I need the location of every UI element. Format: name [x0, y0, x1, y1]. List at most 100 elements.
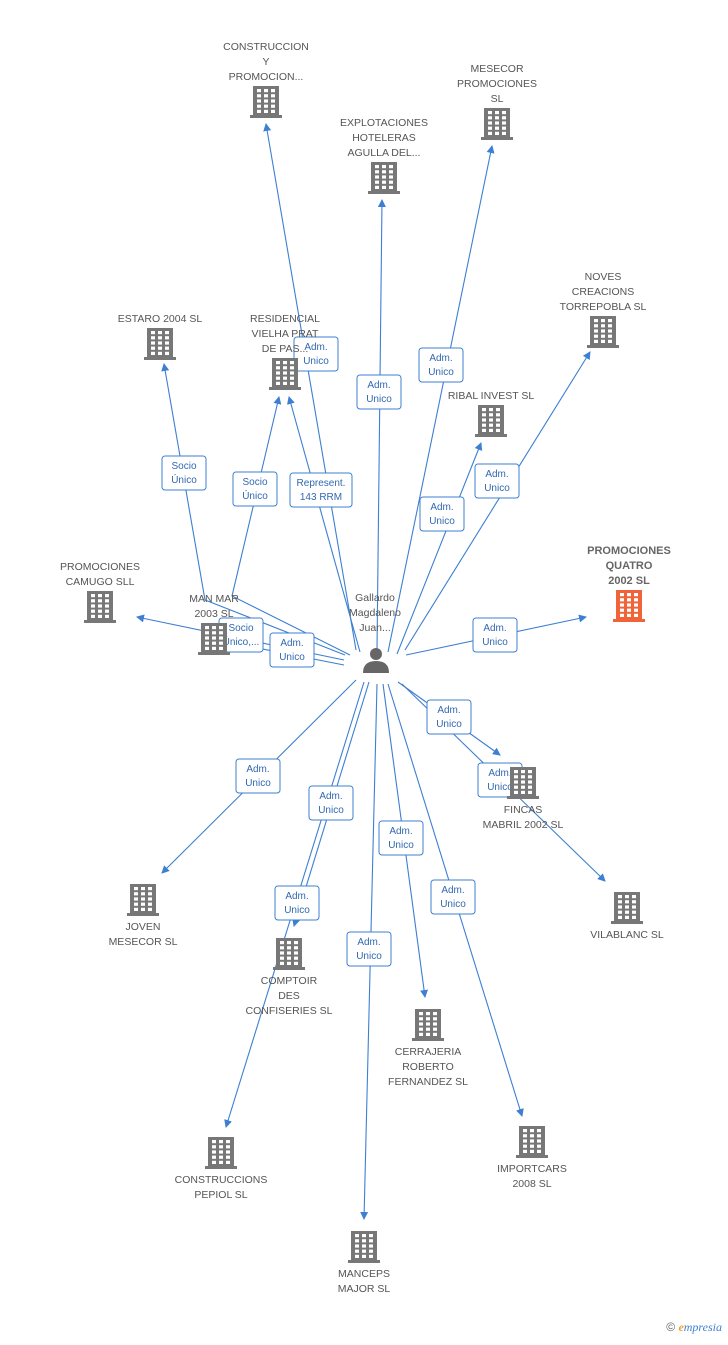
edge-label-text: Adm. — [485, 469, 508, 480]
company-node-ribal[interactable]: RIBAL INVEST SL — [448, 390, 535, 437]
company-label: IMPORTCARS — [497, 1163, 567, 1175]
company-label: HOTELERAS — [352, 132, 416, 144]
building-icon[interactable] — [205, 1137, 237, 1169]
edge-label-text: Único — [171, 473, 197, 486]
company-label: TORREPOBLA SL — [560, 301, 647, 313]
building-icon[interactable] — [613, 590, 645, 622]
brand-e: e — [678, 1320, 684, 1334]
edge-label-text: Unico — [428, 367, 454, 378]
building-icon[interactable] — [250, 86, 282, 118]
edge-label-e_ribal[interactable]: Adm.Unico — [419, 496, 465, 532]
nodes-layer: CONSTRUCCIONYPROMOCION...MESECORPROMOCIO… — [60, 41, 671, 1295]
edge-label-e_noves[interactable]: Adm. Unico — [474, 463, 520, 499]
edge-label-text: Adm. — [357, 937, 380, 948]
edge-label-text: Unico — [388, 840, 414, 851]
building-icon[interactable] — [273, 938, 305, 970]
edge-label-text: Unico — [484, 483, 510, 494]
edge-e_ribal — [396, 442, 483, 655]
building-icon[interactable] — [127, 884, 159, 916]
building-icon[interactable] — [481, 108, 513, 140]
company-label: RIBAL INVEST SL — [448, 390, 535, 402]
company-label: PEPIOL SL — [194, 1189, 247, 1201]
edge-label-text: Unico — [303, 356, 329, 367]
company-node-vilablanc[interactable]: VILABLANC SL — [590, 892, 664, 941]
center-person[interactable]: GallardoMagdalenoJuan... — [349, 592, 401, 673]
building-icon[interactable] — [412, 1009, 444, 1041]
edge-label-text: Represent. — [297, 478, 346, 489]
company-label: FERNANDEZ SL — [388, 1076, 468, 1088]
edge-label-e_camugo[interactable]: SocioÚnico,... — [218, 617, 264, 653]
edge-label-e_mesecor[interactable]: Adm.Unico — [418, 347, 464, 383]
edge-label-text: Unico — [440, 899, 466, 910]
edge-label-text: Adm. — [367, 380, 390, 391]
edge-label-e_cerrajeria[interactable]: Adm.Unico — [378, 820, 424, 856]
edge-e_explotaciones — [376, 199, 386, 651]
brand-logo[interactable]: empresia — [678, 1320, 722, 1334]
edge-label-e_importcars[interactable]: Adm. Unico — [430, 879, 476, 915]
building-icon[interactable] — [348, 1231, 380, 1263]
edge-label-e_construccion[interactable]: Adm.Unico — [293, 336, 339, 372]
edge-label-text: Adm. — [437, 705, 460, 716]
edge-label-e_manceps[interactable]: Adm.Unico — [346, 931, 392, 967]
company-label: Y — [262, 56, 269, 68]
edge-label-e_quatro[interactable]: Adm.Unico — [472, 617, 518, 653]
edge-e_mesecor — [387, 145, 495, 653]
edge-label-e_joven[interactable]: Adm.Unico — [235, 758, 281, 794]
company-node-fincas[interactable]: FINCAS MABRIL 2002 SL — [483, 767, 564, 831]
edge-label-e_manmar[interactable]: Adm.Unico — [269, 632, 315, 668]
company-label: DE PAS... — [262, 343, 309, 355]
company-label: COMPTOIR — [261, 975, 318, 987]
building-icon[interactable] — [611, 892, 643, 924]
building-icon[interactable] — [587, 316, 619, 348]
person-icon[interactable] — [363, 648, 389, 673]
edge-label-text: Adm. — [488, 768, 511, 779]
building-icon[interactable] — [84, 591, 116, 623]
edge-label-text: 143 RRM — [300, 492, 342, 503]
building-icon[interactable] — [269, 358, 301, 390]
edge-label-e_fincas[interactable]: Adm.Unico — [426, 699, 472, 735]
company-label: FINCAS — [504, 804, 543, 816]
edge-label-text: Adm. — [441, 885, 464, 896]
building-icon[interactable] — [507, 767, 539, 799]
edge-label-e_comptoir[interactable]: Adm.Unico — [274, 885, 320, 921]
company-label: VIELHA PRAT — [252, 328, 319, 340]
edge-label-text: Socio — [228, 623, 253, 634]
edge-label-e_residencial_rep[interactable]: Represent. 143 RRM — [289, 472, 353, 508]
company-label: SL — [491, 93, 504, 105]
building-icon[interactable] — [198, 623, 230, 655]
company-node-estaro[interactable]: ESTARO 2004 SL — [118, 313, 203, 360]
company-node-construccion[interactable]: CONSTRUCCIONYPROMOCION... — [223, 41, 309, 118]
edge-label-text: Adm. — [285, 891, 308, 902]
company-label: MABRIL 2002 SL — [483, 819, 564, 831]
edge-label-text: Adm. — [430, 502, 453, 513]
company-label: EXPLOTACIONES — [340, 117, 428, 129]
edge-label-e_explotaciones[interactable]: Adm.Unico — [356, 374, 402, 410]
building-icon[interactable] — [144, 328, 176, 360]
copyright-symbol: © — [666, 1320, 676, 1334]
building-icon[interactable] — [475, 405, 507, 437]
company-label: PROMOCION... — [229, 71, 304, 83]
company-label: MAN MAR — [189, 593, 239, 605]
building-icon[interactable] — [368, 162, 400, 194]
building-icon[interactable] — [516, 1126, 548, 1158]
edge-label-e_pepiol[interactable]: Adm.Unico — [308, 785, 354, 821]
edge-label-text: Unico — [279, 652, 305, 663]
company-label: DES — [278, 990, 300, 1002]
edge-label-text: Único — [242, 489, 268, 502]
